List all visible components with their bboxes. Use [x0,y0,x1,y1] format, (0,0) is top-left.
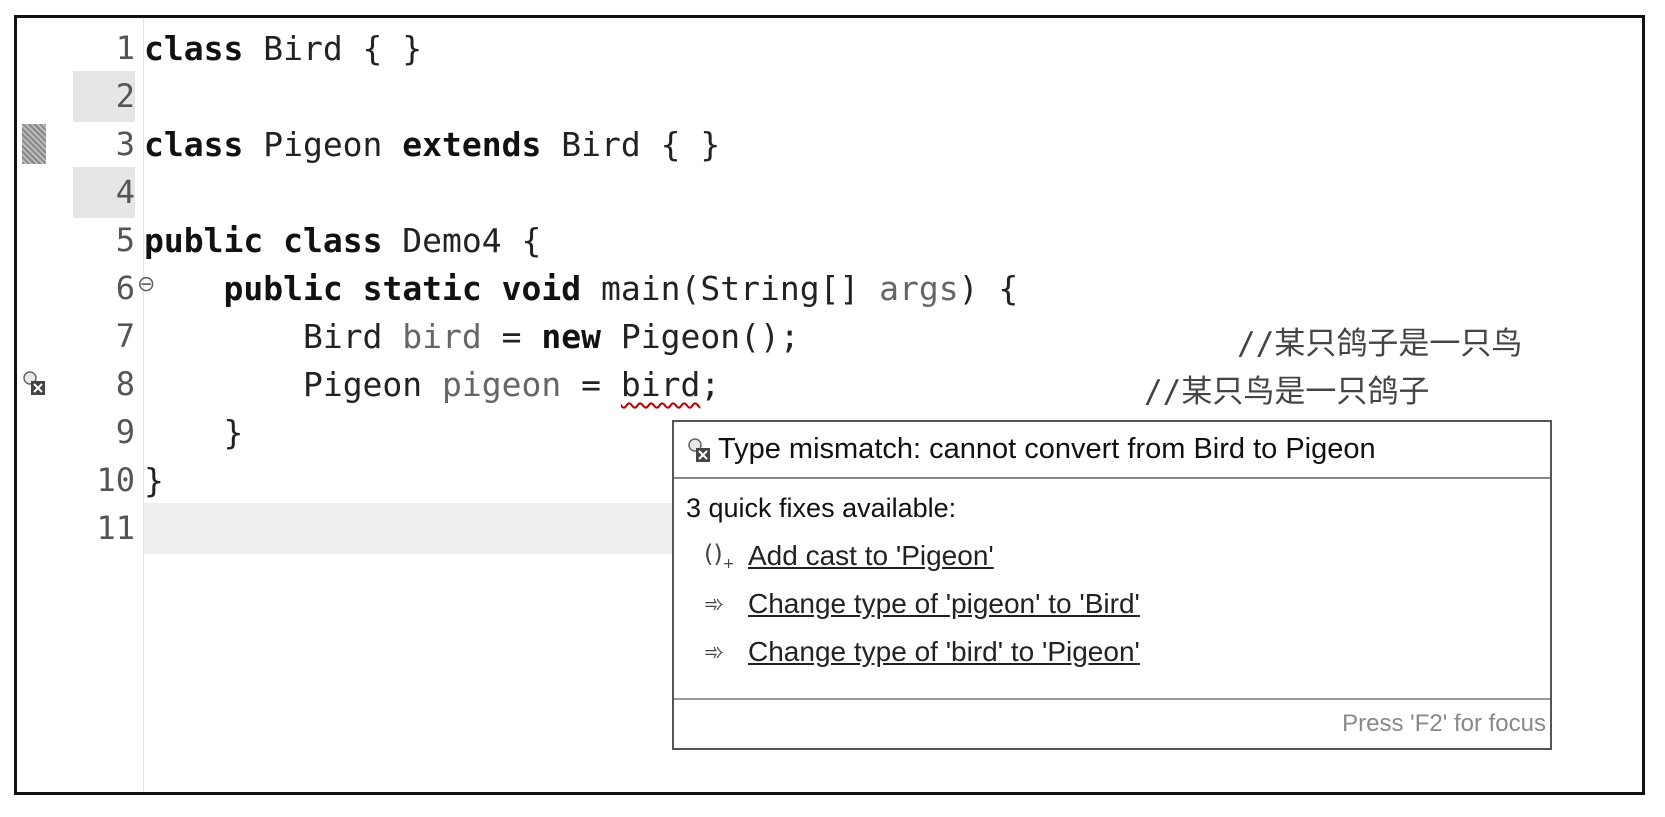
line-number: 9 [115,413,135,451]
code-editor[interactable]: 1 2 3 4 5 6 ⊖ 7 8 9 10 11 class Bird { }… [14,15,1645,795]
fold-collapse-icon[interactable]: ⊖ [137,272,156,297]
line-number: 10 [96,461,135,499]
quickfix-popup[interactable]: Type mismatch: cannot convert from Bird … [672,420,1552,750]
overview-ruler [17,18,51,792]
comment-line-8: //某只鸟是一只鸽子 [1144,374,1430,410]
line-number: 8 [115,365,135,403]
ruler-marker[interactable] [22,124,46,164]
code-line-1: class Bird { } [144,29,423,68]
error-token[interactable]: bird [620,365,701,404]
code-line-6: public static void main(String[] args) { [223,269,1019,308]
code-line-10: } [144,461,164,500]
line-number: 7 [115,317,135,355]
code-line-3: class Pigeon extends Bird { } [144,125,721,164]
quickfix-error-icon[interactable] [21,370,47,396]
code-line-8: Pigeon pigeon = bird; [302,365,721,404]
quickfix-subtitle: 3 quick fixes available: [686,493,957,523]
line-number: 11 [96,509,135,547]
quickfix-link[interactable]: Change type of 'pigeon' to 'Bird' [748,588,1140,619]
error-message: Type mismatch: cannot convert from Bird … [718,433,1376,465]
current-line-highlight [144,503,704,554]
line-number: 5 [115,221,135,259]
comment-line-7: //某只鸽子是一只鸟 [1237,326,1523,362]
quickfix-item-change-bird-type[interactable]: ➾ Change type of 'bird' to 'Pigeon' [674,628,1550,676]
change-type-icon: ➾ [704,590,725,618]
line-number: 4 [73,167,135,218]
error-icon [688,437,710,462]
change-type-icon: ➾ [704,638,725,666]
line-number-gutter: 1 2 3 4 5 6 ⊖ 7 8 9 10 11 [53,18,155,792]
quickfix-link[interactable]: Add cast to 'Pigeon' [748,540,994,571]
line-number: 2 [73,71,135,122]
code-line-7: Bird bird = new Pigeon(); [302,317,800,356]
quickfix-item-add-cast[interactable]: ()+ Add cast to 'Pigeon' [674,532,1550,580]
quickfix-link[interactable]: Change type of 'bird' to 'Pigeon' [748,636,1140,667]
code-area[interactable]: class Bird { } class Pigeon extends Bird… [144,18,1642,792]
quickfix-header: Type mismatch: cannot convert from Bird … [674,422,1550,479]
cast-icon: ()+ [704,540,735,572]
code-line-5: public class Demo4 { [144,221,542,260]
line-number: 3 [115,125,135,163]
quickfix-item-change-pigeon-type[interactable]: ➾ Change type of 'pigeon' to 'Bird' [674,580,1550,628]
line-number: 1 [115,29,135,67]
quickfix-footer: Press 'F2' for focus [674,698,1550,748]
line-number: 6 [115,269,135,307]
code-line-9: } [144,413,244,452]
